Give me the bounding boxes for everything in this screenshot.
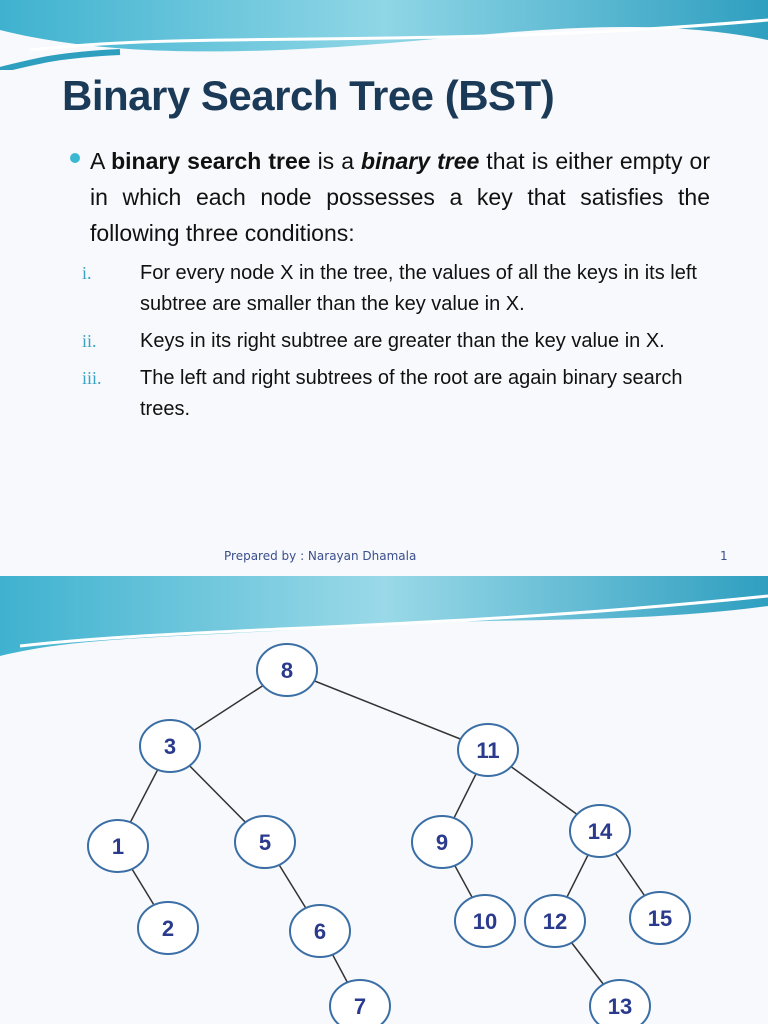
tree-node: 3 [139,719,201,773]
wave-decoration [0,576,768,656]
tree-node: 8 [256,643,318,697]
footer-author: Prepared by : Narayan Dhamala [224,549,417,563]
wave-decoration [0,0,768,70]
condition-item: i. For every node X in the tree, the val… [80,258,720,320]
tree-node: 2 [137,901,199,955]
slide-title: Binary Search Tree (BST) [62,72,555,119]
condition-item: ii. Keys in its right subtree are greate… [80,326,720,357]
node-label: 8 [281,658,293,683]
node-circle [329,979,391,1024]
node-label: 6 [314,919,326,944]
condition-text: For every node X in the tree, the values… [140,262,697,315]
tree-node: 15 [629,891,691,945]
tree-node: 11 [457,723,519,777]
node-circle [139,719,201,773]
node-label: 3 [164,734,176,759]
tree-node: 13 [589,979,651,1024]
condition-number: iii. [82,368,102,388]
node-label: 5 [259,830,271,855]
node-label: 15 [648,906,672,931]
condition-text: Keys in its right subtree are greater th… [140,330,665,352]
page-number: 1 [720,549,728,563]
tree-node: 6 [289,904,351,958]
node-circle [137,901,199,955]
node-label: 1 [112,834,124,859]
node-circle [589,979,651,1024]
node-label: 14 [588,819,613,844]
node-circle [411,815,473,869]
node-label: 9 [436,830,448,855]
intro-paragraph: A binary search tree is a binary tree th… [90,148,710,246]
node-label: 7 [354,994,366,1019]
conditions-list: i. For every node X in the tree, the val… [80,258,720,431]
node-circle [524,894,586,948]
tree-node: 12 [524,894,586,948]
condition-text: The left and right subtrees of the root … [140,367,683,420]
tree-node: 7 [329,979,391,1024]
node-circle [454,894,516,948]
condition-number: ii. [82,331,97,351]
node-circle [569,804,631,858]
bullet-dot-icon [70,153,80,163]
node-circle [256,643,318,697]
node-label: 2 [162,916,174,941]
node-circle [457,723,519,777]
tree-node: 9 [411,815,473,869]
tree-node: 5 [234,815,296,869]
node-label: 11 [476,738,499,763]
node-label: 13 [608,994,632,1019]
slide-1: Binary Search Tree (BST) A binary search… [0,0,768,563]
tree-edge [286,669,489,751]
node-label: 10 [473,909,497,934]
node-circle [289,904,351,958]
tree-node: 1 [87,819,149,873]
node-circle [234,815,296,869]
tree-node: 10 [454,894,516,948]
tree-node: 14 [569,804,631,858]
condition-number: i. [82,263,92,283]
node-circle [629,891,691,945]
condition-item: iii. The left and right subtrees of the … [80,363,720,425]
node-label: 12 [543,909,567,934]
node-circle [87,819,149,873]
